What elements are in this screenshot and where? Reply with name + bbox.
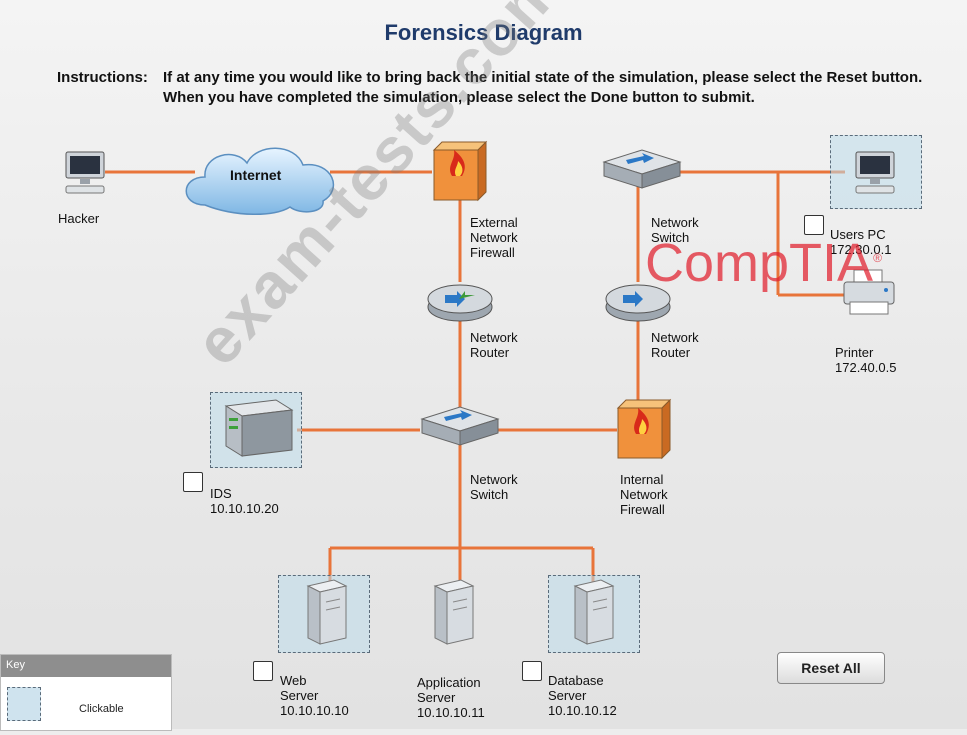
users-pc-ip: 172.30.0.1 [830, 242, 892, 257]
brand-watermark-mark: ® [873, 251, 882, 265]
instructions-label: Instructions: [57, 69, 148, 86]
app-server-name: Application Server [417, 675, 481, 705]
printer-label: Printer 172.40.0.5 [835, 330, 896, 390]
key-title: Key [1, 655, 171, 677]
server-icon [573, 579, 615, 645]
router-right-label: Network Router [651, 330, 699, 360]
printer-icon [843, 269, 895, 315]
external-firewall-device [428, 136, 490, 211]
server-icon [433, 579, 475, 645]
internet-cloud [175, 135, 345, 225]
router-left-device [425, 277, 495, 330]
brand-watermark: CompTIA® [645, 232, 882, 294]
app-server-ip: 10.10.10.11 [417, 705, 485, 720]
app-server-label: Application Server 10.10.10.11 [417, 660, 485, 735]
server-icon [306, 579, 348, 645]
reset-all-button[interactable]: Reset All [777, 652, 885, 684]
external-firewall-label: External Network Firewall [470, 215, 518, 260]
switch-center-device [420, 405, 500, 454]
web-server-name: Web Server [280, 673, 319, 703]
brand-watermark-text: CompTIA [645, 233, 874, 293]
router-icon [605, 284, 671, 322]
ids-appliance-icon [224, 399, 294, 457]
switch-icon [420, 406, 500, 446]
cloud-icon [185, 147, 334, 215]
key-clickable-label: Clickable [79, 703, 124, 715]
db-server-name: Database Server [548, 673, 604, 703]
hacker-device [60, 148, 110, 203]
router-icon [427, 284, 493, 322]
clickable-swatch [7, 687, 41, 721]
switch-icon [602, 149, 682, 189]
firewall-icon [616, 398, 672, 460]
hacker-label: Hacker [58, 211, 100, 226]
db-server-device[interactable] [567, 578, 617, 653]
web-server-checkbox[interactable] [253, 661, 273, 681]
router-left-label: Network Router [470, 330, 518, 360]
printer-ip: 172.40.0.5 [835, 360, 897, 375]
web-server-label: Web Server 10.10.10.10 [280, 658, 349, 733]
db-server-ip: 10.10.10.12 [548, 703, 617, 718]
internal-firewall-device [612, 394, 674, 469]
ids-label: IDS 10.10.10.20 [210, 471, 279, 531]
switch-top-device [602, 148, 682, 197]
switch-top-label: Network Switch [651, 215, 699, 245]
instructions-text: If at any time you would like to bring b… [163, 69, 923, 106]
computer-icon [855, 151, 895, 194]
printer-device [840, 268, 900, 323]
app-server-device [427, 578, 477, 653]
computer-icon [65, 151, 105, 194]
page-title: Forensics Diagram [384, 20, 583, 45]
db-server-checkbox[interactable] [522, 661, 542, 681]
db-server-label: Database Server 10.10.10.12 [548, 658, 617, 733]
printer-name: Printer [835, 345, 874, 360]
ids-name: IDS [210, 486, 232, 501]
switch-center-label: Network Switch [470, 472, 518, 502]
router-right-device [603, 277, 673, 330]
key-legend: Key Clickable [0, 654, 172, 731]
ids-checkbox[interactable] [183, 472, 203, 492]
users-pc-name: Users PC [830, 227, 886, 242]
users-pc-label: Users PC 172.30.0.1 [830, 212, 891, 272]
internal-firewall-label: Internal Network Firewall [620, 472, 668, 517]
internet-label: Internet [230, 167, 282, 183]
users-pc-checkbox[interactable] [804, 215, 824, 235]
instructions: Instructions: If at any time you would l… [57, 68, 947, 108]
web-server-device[interactable] [300, 578, 350, 653]
web-server-ip: 10.10.10.10 [280, 703, 349, 718]
ids-device[interactable] [218, 396, 298, 465]
users-pc-device[interactable] [850, 148, 900, 203]
firewall-icon [432, 140, 488, 202]
ids-ip: 10.10.10.20 [210, 501, 279, 516]
